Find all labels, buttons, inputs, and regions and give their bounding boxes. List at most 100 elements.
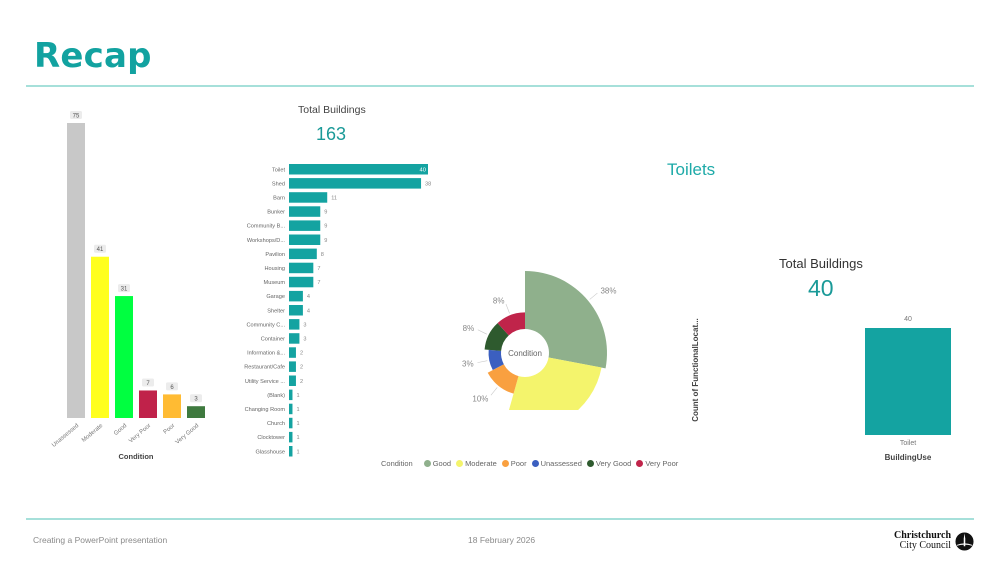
legend-label: Very Good [595,459,632,468]
logo-line-1: Christchurch [894,530,952,541]
building-use-category-label: Bunker [267,210,285,216]
footer-divider [26,518,974,520]
condition-bar [139,390,157,418]
condition-category-label: Moderate [81,423,105,444]
building-use-category-label: Changing Room [245,407,286,413]
condition-data-label-bg [70,111,82,119]
building-use-category-label: Shelter [267,308,285,314]
building-use-data-label: 7 [317,280,320,286]
toilet-condition-rose-chart: 38%35%10%3%8%8% Condition [462,271,617,410]
footer-presentation-title: Creating a PowerPoint presentation [33,535,168,545]
building-use-bar [289,192,328,203]
legend-label: Poor [510,459,527,468]
condition-data-label-bg [94,244,106,253]
building-use-category-label: Information &... [247,351,285,357]
legend-label: Good [432,459,452,468]
legend-item[interactable]: Good [423,459,452,468]
building-use-data-label: 7 [317,266,320,272]
rose-label-leader [490,387,498,396]
legend-item[interactable]: Very Poor [636,459,678,468]
building-use-category-label: Barn [273,195,285,201]
building-use-category-label: Workshops/D... [247,238,286,244]
cathedral-logo-icon [955,531,974,551]
building-use-data-label: 3 [303,322,306,328]
building-use-bar [289,333,300,344]
toilet-data-label: 40 [904,316,912,323]
building-use-bar [289,417,293,429]
building-use-data-label: 9 [324,210,327,216]
building-use-bar [289,446,293,457]
rose-data-label: 3% [462,359,474,368]
building-use-bar [289,164,428,175]
condition-data-label: 75 [73,114,80,120]
toilet-bar [865,328,951,435]
legend-marker-icon [423,460,431,467]
building-use-bar [289,206,321,217]
legend-marker-icon [586,460,594,467]
building-use-category-label: Toilet [272,167,286,173]
condition-data-label: 41 [97,247,104,253]
condition-bar [115,296,133,418]
building-use-bar [289,178,422,189]
building-use-bar [289,431,293,443]
legend-item[interactable]: Very Good [586,459,632,468]
condition-category-label: Very Good [175,423,201,446]
legend-item[interactable]: Moderate [456,459,497,468]
building-use-category-label: Shed [272,181,285,187]
condition-data-label-bg [142,378,154,387]
rose-label-leader [589,292,598,300]
legend-marker-icon [531,460,539,467]
building-use-bar [289,375,296,386]
condition-bar [187,406,205,418]
rose-segment-unassessed [488,349,504,371]
rose-segment-poor [487,364,519,394]
rose-label-leader [477,329,487,335]
building-use-data-label: 4 [307,308,310,314]
building-use-category-label: Church [267,421,285,427]
legend-marker-icon [636,460,644,467]
building-use-category-label: Museum [264,280,286,286]
condition-bar [67,123,85,418]
legend-label: Very Poor [645,459,679,468]
building-use-data-label: 1 [296,407,299,413]
building-use-category-label: (Blank) [267,393,285,399]
building-use-data-label: 1 [296,435,299,441]
condition-category-label: Unassessed [51,423,80,449]
building-use-data-label: 3 [303,336,306,342]
toilets-total-buildings-title: Total Buildings [779,256,863,271]
building-use-data-label: 1 [296,393,299,399]
building-use-bar [289,347,296,358]
rose-data-label: 8% [463,324,475,333]
building-use-bar [289,361,296,372]
building-use-bar [289,234,321,245]
building-use-category-label: Container [261,336,285,342]
legend-label: Unassessed [540,459,582,468]
building-use-data-label: 2 [300,351,303,357]
building-use-bar [289,389,293,401]
condition-category-label: Poor [163,423,177,436]
building-use-category-label: Pavilion [265,252,285,258]
toilet-chart-y-axis-title: Count of FunctionalLocat... [691,318,700,422]
building-use-data-label: 1 [296,449,299,455]
rose-segment-good [525,271,607,369]
building-use-data-label: 2 [300,379,303,385]
building-use-bar [289,290,303,302]
rose-data-label: 10% [472,394,488,403]
footer-date: 18 February 2026 [468,535,536,545]
legend-marker-icon [501,460,509,467]
building-use-data-label: 1 [296,421,299,427]
building-use-category-label: Housing [264,266,285,272]
logo-line-2: City Council [899,540,952,551]
building-use-data-label: 4 [307,294,310,300]
legend-item[interactable]: Unassessed [531,459,582,468]
rose-center-label: Condition [508,349,542,358]
legend-item[interactable]: Poor [501,459,527,468]
rose-segment-very-good [484,323,509,351]
building-use-data-label: 2 [300,365,303,371]
slide-title: Recap [34,36,152,76]
council-logo: Christchurch City Council [894,531,974,551]
condition-data-label: 6 [170,385,174,391]
building-use-data-label: 11 [331,195,337,201]
